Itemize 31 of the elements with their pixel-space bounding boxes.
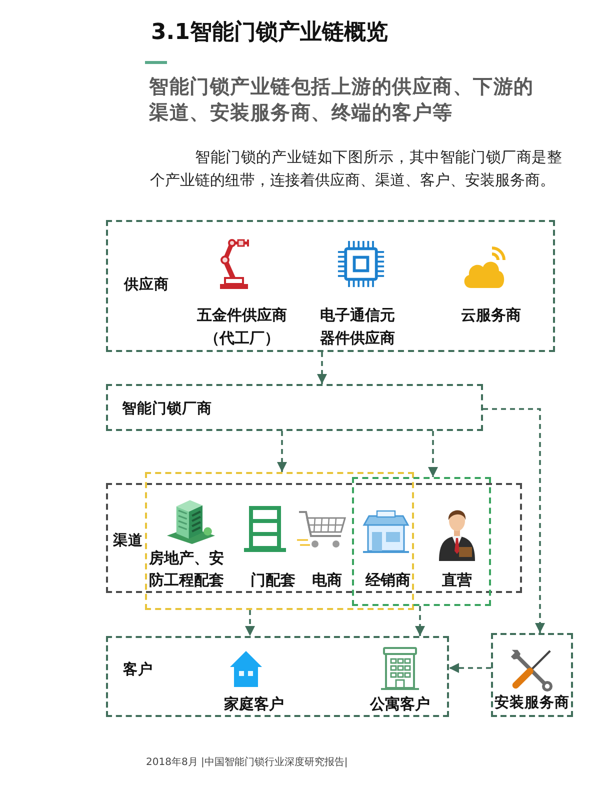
group-label: 供应商 bbox=[124, 275, 170, 295]
dashed-arrow bbox=[245, 610, 255, 636]
dashed-frame bbox=[491, 633, 573, 717]
item-label: 经销商 bbox=[364, 570, 412, 591]
intro-paragraph: 智能门锁的产业链如下图所示，其中智能门锁厂商是整个产业链的纽带，连接着供应商、渠道、客户、安装服务商。 bbox=[150, 147, 562, 191]
dashed-arrow bbox=[483, 408, 545, 633]
dashed-frame bbox=[106, 220, 555, 352]
item-label: 五金件供应商（代工厂） bbox=[196, 305, 288, 349]
group-label: 智能门锁厂商 bbox=[122, 399, 213, 419]
dashed-frame bbox=[106, 384, 483, 431]
item-label: 门配套 bbox=[250, 570, 296, 591]
group-label: 客户 bbox=[123, 660, 154, 680]
dashed-arrow bbox=[277, 431, 287, 472]
footer-note: 2018年8月 |中国智能门锁行业深度研究报告| bbox=[146, 756, 349, 770]
dashed-frame bbox=[352, 477, 491, 606]
dashed-arrow bbox=[428, 431, 438, 477]
item-label: 云服务商 bbox=[460, 305, 522, 326]
dashed-arrow bbox=[415, 606, 425, 636]
item-label: 电子通信元器件供应商 bbox=[320, 305, 396, 349]
item-label: 直营 bbox=[441, 570, 473, 591]
dashed-arrow bbox=[449, 663, 491, 673]
group-label: 渠道 bbox=[113, 532, 144, 551]
item-label: 安装服务商 bbox=[494, 693, 570, 713]
item-label: 房地产、安防工程配套 bbox=[149, 548, 225, 591]
item-label: 电商 bbox=[311, 570, 343, 591]
page-title: 3.1智能门锁产业链概览 bbox=[151, 19, 388, 47]
item-label: 公寓客户 bbox=[368, 694, 431, 715]
subtitle: 智能门锁产业链包括上游的供应商、下游的渠道、安装服务商、终端的客户等 bbox=[149, 74, 535, 126]
item-label: 家庭客户 bbox=[223, 694, 285, 715]
dashed-arrow bbox=[317, 352, 327, 384]
dashed-frame bbox=[106, 636, 449, 717]
